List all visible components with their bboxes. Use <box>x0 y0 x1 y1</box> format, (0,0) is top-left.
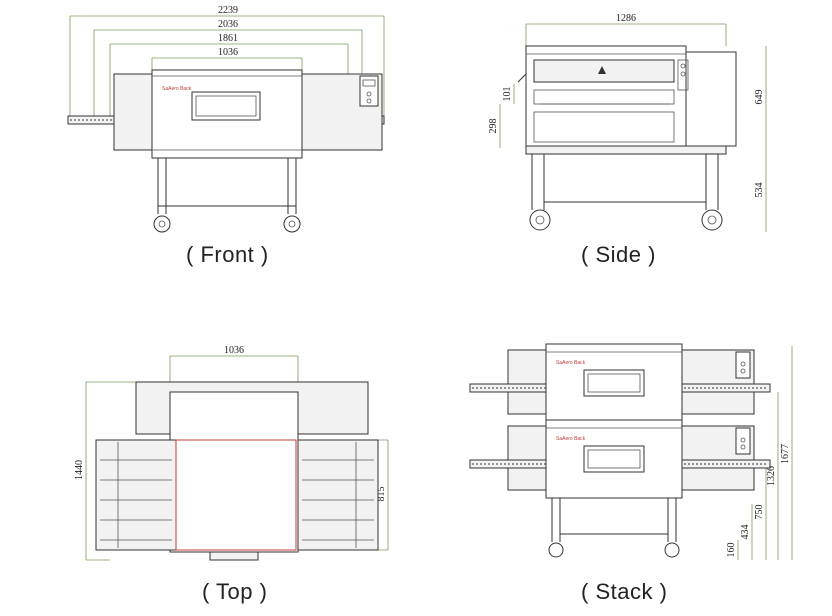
stack-dim-160: 160 <box>726 543 737 558</box>
side-dim-101: 101 <box>502 87 513 102</box>
front-dim-1036: 1036 <box>218 47 238 58</box>
stack-view: 1677 1326 750 434 160 SaAero Back SaAero… <box>469 343 793 560</box>
side-dim-649: 649 <box>754 90 765 105</box>
top-view: 1036 1440 815 <box>74 345 389 561</box>
stack-dim-434: 434 <box>740 525 751 540</box>
side-dim-298: 298 <box>488 119 499 134</box>
side-view: 1286 101 298 649 534 <box>488 13 767 232</box>
side-dim-1286: 1286 <box>616 13 636 24</box>
caption-front: ( Front ) <box>186 242 269 267</box>
top-dim-1036: 1036 <box>224 345 244 356</box>
caption-side: ( Side ) <box>581 242 656 267</box>
top-left-conveyor-slats <box>100 442 172 548</box>
caption-top: ( Top ) <box>202 579 268 604</box>
top-right-conveyor-slats <box>302 442 374 548</box>
front-logo: SaAero Back <box>162 86 192 92</box>
stack-dim-750: 750 <box>754 505 765 520</box>
stack-dim-1677: 1677 <box>780 444 791 464</box>
front-dim-1861: 1861 <box>218 33 238 44</box>
top-dim-1440: 1440 <box>74 460 85 480</box>
stack-upper-logo: SaAero Back <box>556 360 586 366</box>
front-dim-total: 2239 <box>218 5 238 16</box>
front-caster-left <box>153 215 171 233</box>
stack-dim-1326: 1326 <box>766 466 777 486</box>
front-view: 2239 2036 1861 1036 SaAero Back <box>67 5 385 233</box>
warning-icon <box>598 66 606 74</box>
stack-caster-right <box>664 542 680 558</box>
caption-stack: ( Stack ) <box>581 579 668 604</box>
side-caster-left <box>529 209 551 231</box>
stack-lower-logo: SaAero Back <box>556 436 586 442</box>
stack-caster-left <box>548 542 564 558</box>
front-dim-2036: 2036 <box>218 19 238 30</box>
top-dim-815: 815 <box>376 487 387 502</box>
side-caster-right <box>701 209 723 231</box>
side-dim-534: 534 <box>754 183 765 198</box>
baking-chamber-outline <box>175 439 297 551</box>
front-caster-right <box>283 215 301 233</box>
